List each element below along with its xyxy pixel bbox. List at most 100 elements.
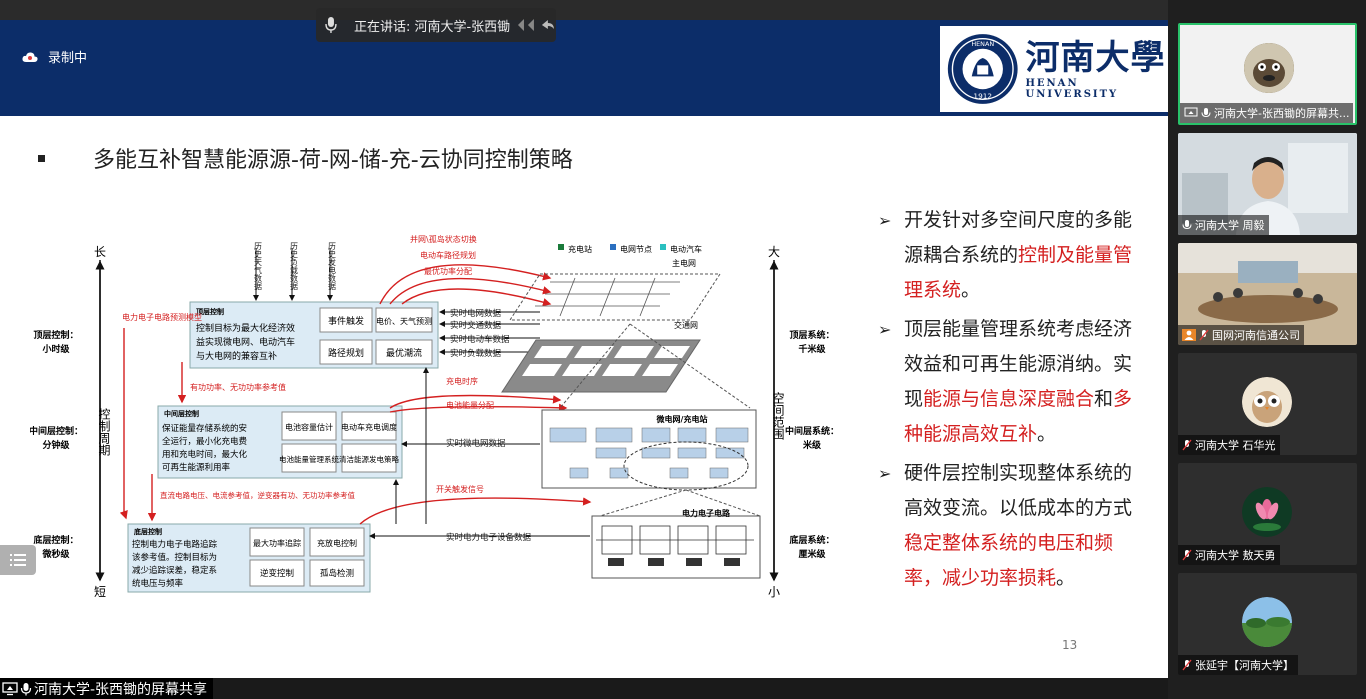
participant-label: 河南大学 周毅: [1178, 215, 1269, 235]
bullet-highlight: 稳定整体系统的电压和频率，减少功率损耗: [904, 532, 1114, 589]
control-architecture-diagram: 长 短 控制周期 大 小 空间范围 顶层控制： 小时级 中间层控制： 分钟级 底…: [30, 234, 839, 599]
left-axis-top: 长: [94, 245, 106, 259]
bullet-highlight: 多种能源高效互补: [904, 388, 1133, 445]
red-label-island: 并网\孤岛状态切换: [410, 234, 477, 244]
svg-text:顶层控制: 顶层控制: [196, 307, 224, 316]
recording-indicator: 录制中: [22, 47, 87, 66]
data-ev: 实时电动车数据: [450, 334, 510, 345]
avatar: [1242, 377, 1292, 427]
participant-label: 张延宇【河南大学】: [1178, 655, 1298, 675]
speaking-text: 正在讲话: 河南大学-张西锄: [353, 19, 511, 35]
svg-text:控制电力电子电路追踪: 控制电力电子电路追踪: [132, 539, 218, 550]
svg-text:电价、天气预测: 电价、天气预测: [376, 316, 432, 326]
svg-text:益实现微电网、电动汽车: 益实现微电网、电动汽车: [196, 336, 295, 348]
data-load: 实时负载数据: [450, 348, 502, 359]
right-level-mid: 中间层系统：: [785, 425, 839, 437]
right-level-top: 顶层系统：: [789, 329, 834, 341]
svg-text:HENAN: HENAN: [971, 40, 994, 48]
svg-text:清洁能源发电策略: 清洁能源发电策略: [339, 454, 399, 464]
microphone-icon: [1182, 220, 1192, 230]
label-traffic-net: 交通网: [674, 320, 698, 330]
middle-control-box: 中间层控制 保证能量存储系统的安 全运行，最小化充电费 用和充电时间，最大化 可…: [157, 405, 403, 479]
top-strip: [0, 0, 1168, 20]
left-level-top-sub: 小时级: [41, 343, 70, 355]
microphone-icon: [20, 682, 32, 695]
participant-label: 河南大学-张西锄的屏幕共...: [1180, 103, 1354, 123]
recording-label: 录制中: [48, 51, 88, 66]
participant-label: 河南大学 石华光: [1178, 435, 1280, 455]
bullet-text: 硬件层控制实现整体系统的高效变流。以低成本的方式: [904, 462, 1133, 519]
left-level-bot: 底层控制：: [33, 534, 78, 546]
bullet-text: 顶层能量管理系统考虑经济效益和可再生能源消纳。实现: [904, 318, 1133, 410]
svg-text:孤岛检测: 孤岛检测: [320, 568, 354, 579]
participant-tile-shihuaguang[interactable]: 河南大学 石华光: [1178, 353, 1357, 455]
mic-muted-icon: [1199, 329, 1209, 341]
screen-share-icon: [1184, 107, 1198, 117]
university-name-en: HENAN UNIVERSITY: [1025, 78, 1119, 100]
avatar: [1244, 43, 1294, 93]
bottom-control-box: 底层控制 控制电力电子电路追踪 该参考值。控制目标为 减少追踪误差，稳定系 统电…: [127, 523, 371, 593]
screen-share-text: 河南大学-张西锄的屏幕共享: [34, 681, 208, 698]
participant-tile-aotianyong[interactable]: 河南大学 敖天勇: [1178, 463, 1357, 565]
red-label-model: 电力电子电路预测模型: [122, 312, 202, 322]
bullet-text: 。: [1037, 423, 1057, 445]
red-label-power-alloc: 最优功率分配: [424, 266, 472, 276]
title-bullet: [38, 154, 45, 162]
participant-tile-sgcc[interactable]: 国网河南信通公司: [1178, 243, 1357, 345]
right-axis-label: 空间范围: [771, 392, 785, 440]
data-traffic: 实时交通数据: [450, 320, 502, 331]
red-label-battery-alloc: 电池能量分配: [446, 400, 494, 410]
cloud-record-icon: [22, 51, 38, 62]
red-label-ev-path: 电动车路径规划: [420, 250, 476, 260]
left-level-mid-sub: 分钟级: [42, 439, 70, 451]
right-level-bot-sub: 厘米级: [798, 548, 826, 560]
slide-bullet: ➢开发针对多空间尺度的多能源耦合系统的控制及能量管理系统。: [874, 203, 1134, 308]
svg-text:充放电控制: 充放电控制: [317, 538, 357, 548]
svg-text:全运行，最小化充电费: 全运行，最小化充电费: [162, 436, 248, 447]
avatar: [1242, 597, 1292, 647]
data-power-electronics: 实时电力电子设备数据: [446, 532, 532, 543]
list-icon: [10, 554, 26, 566]
label-main-grid: 主电网: [672, 258, 696, 268]
microphone-icon: [1201, 108, 1211, 118]
input-generation: 历史发电数据: [328, 242, 337, 291]
bullet-highlight: 能源与信息深度融合: [923, 388, 1095, 410]
university-name-cn: 河南大學: [1025, 38, 1166, 78]
arrow-bullet-icon: ➢: [878, 320, 892, 339]
label-power-electronics: 电力电子电路: [682, 508, 731, 518]
svg-text:电动车充电调度: 电动车充电调度: [341, 422, 397, 432]
university-name: 河南大學 HENAN UNIVERSITY: [1025, 38, 1168, 100]
slide-list-button[interactable]: [0, 545, 36, 575]
top-control-box: 顶层控制 控制目标为最大化经济效 益实现微电网、电动汽车 与大电网的兼容互补 事…: [189, 301, 439, 369]
slide-bullet: ➢顶层能量管理系统考虑经济效益和可再生能源消纳。实现能源与信息深度融合和多种能源…: [874, 312, 1134, 452]
microgrid-illustration: 微电网/充电站: [541, 409, 761, 517]
arrow-bullet-icon: ➢: [878, 211, 892, 230]
legend-grid-node: 电网节点: [620, 244, 652, 254]
active-speaker-indicator: 正在讲话: 河南大学-张西锄: [316, 8, 556, 42]
university-seal-icon: HENAN 1912: [947, 34, 1018, 104]
mic-muted-icon: [1182, 549, 1192, 561]
slide-title: 多能互补智慧能源源-荷-网-储-充-云协同控制策略: [38, 142, 573, 174]
participant-tile-zhangyanyu[interactable]: 张延宇【河南大学】: [1178, 573, 1357, 675]
data-grid: 实时电网数据: [450, 308, 502, 319]
red-label-switch: 开关触发信号: [436, 484, 484, 494]
avatar: [1242, 487, 1292, 537]
bullet-text: 。: [1056, 567, 1076, 589]
shared-slide: 录制中 HENAN 1912 河南大學 HENAN UNIVERSITY: [0, 20, 1168, 678]
participant-tile-sharer[interactable]: 河南大学-张西锄的屏幕共...: [1178, 23, 1357, 125]
red-label-charge-seq: 充电时序: [446, 376, 478, 386]
slide-bullet: ➢硬件层控制实现整体系统的高效变流。以低成本的方式稳定整体系统的电压和频率，减少…: [874, 456, 1134, 596]
main-grid-illustration: 充电站 电网节点 电动汽车 主电网 交通网: [501, 244, 751, 409]
participant-label: 国网河南信通公司: [1178, 325, 1304, 345]
legend-charging-station: 充电站: [568, 244, 592, 254]
left-axis-bottom: 短: [94, 585, 106, 599]
right-level-bot: 底层系统：: [789, 534, 834, 546]
university-logo: HENAN 1912 河南大學 HENAN UNIVERSITY: [940, 26, 1168, 112]
left-level-top: 顶层控制：: [33, 329, 78, 341]
svg-text:电池能量管理系统: 电池能量管理系统: [279, 454, 339, 464]
svg-text:事件触发: 事件触发: [328, 315, 364, 327]
slide-title-text: 多能互补智慧能源源-荷-网-储-充-云协同控制策略: [93, 148, 573, 173]
participant-tile-zhouyi[interactable]: 河南大学 周毅: [1178, 133, 1357, 235]
participant-label: 河南大学 敖天勇: [1178, 545, 1280, 565]
input-load: 历史负载数据: [290, 242, 299, 291]
